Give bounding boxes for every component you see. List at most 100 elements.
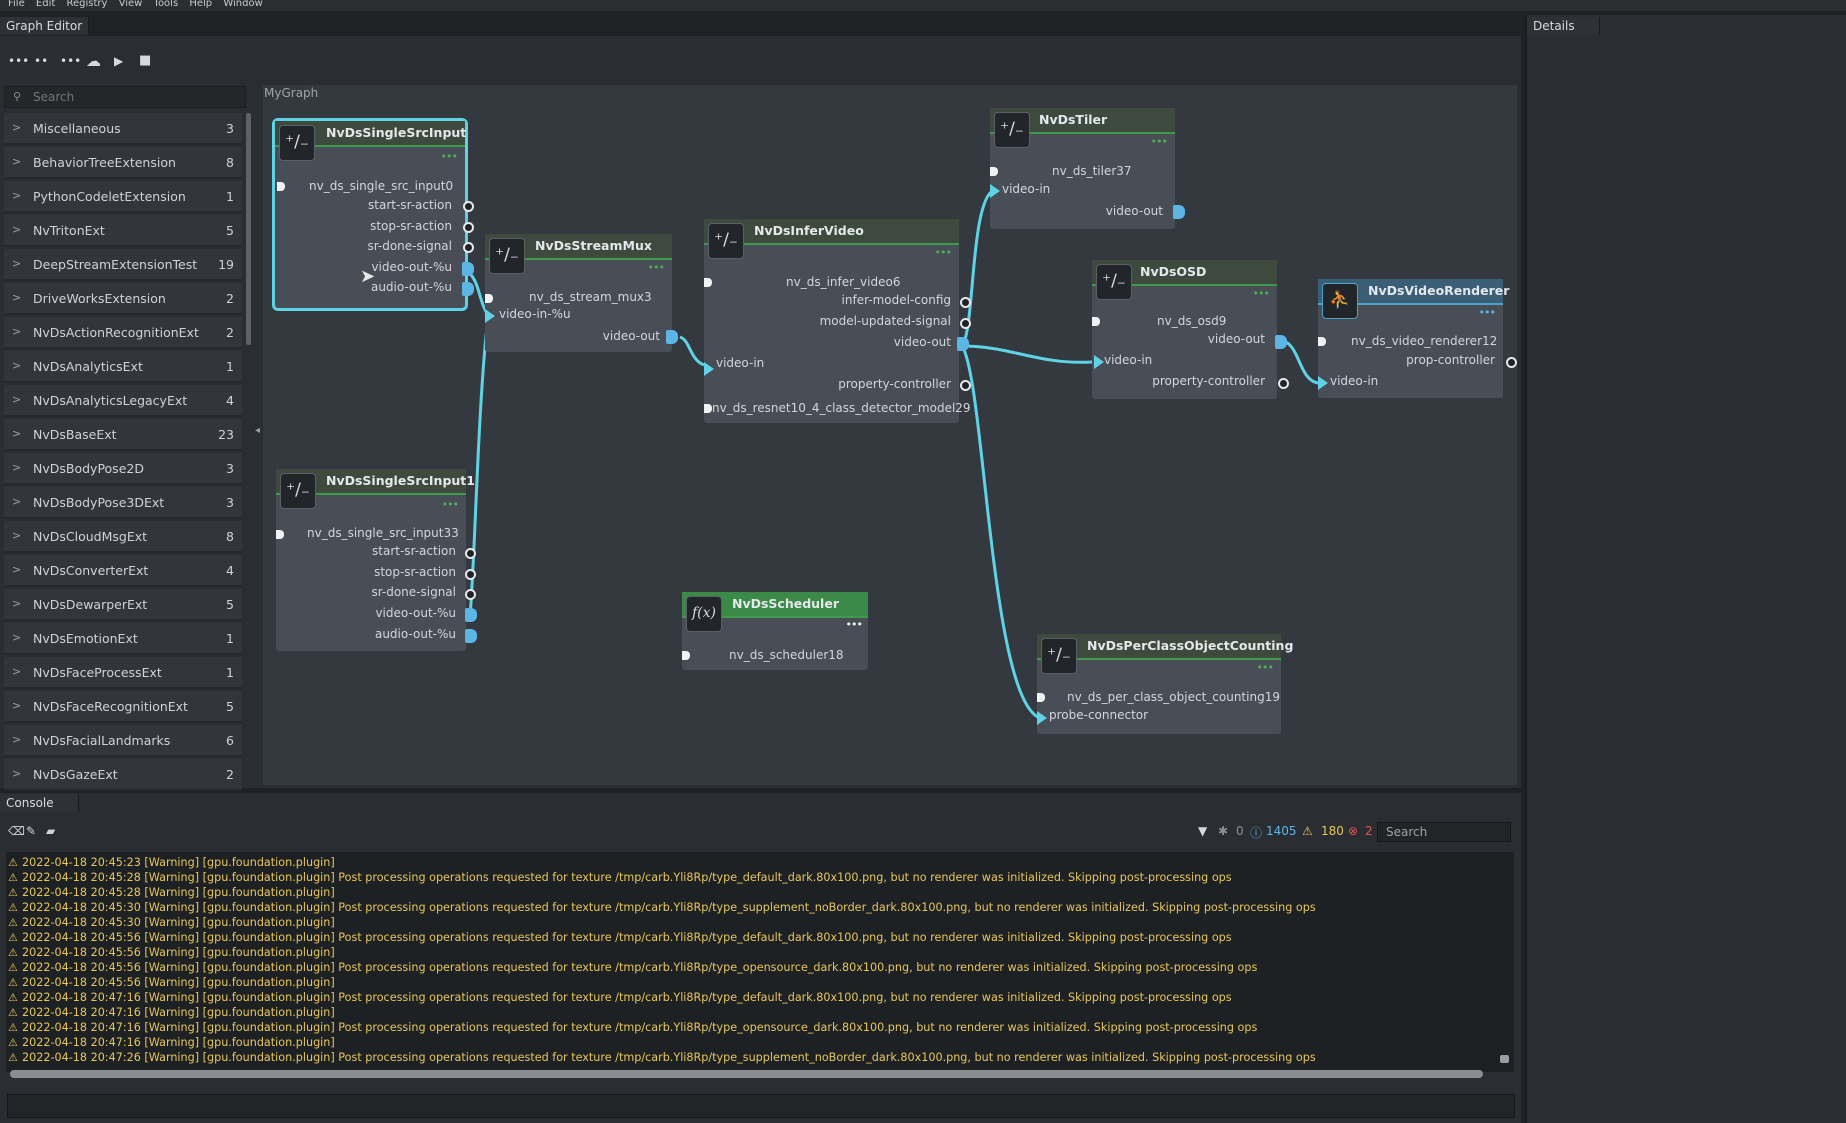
node-stream-mux[interactable]: ⁺∕₋ NvDsStreamMux ••• nv_ds_stream_mux3 … xyxy=(485,234,672,352)
node-infer-video[interactable]: ⁺∕₋ NvDsInferVideo ••• nv_ds_infer_video… xyxy=(704,219,959,423)
port-probe-connector[interactable] xyxy=(1037,711,1047,725)
node-id: nv_ds_video_renderer12 xyxy=(1351,334,1497,348)
log-text: 2022-04-18 20:45:30 [Warning] [gpu.found… xyxy=(22,901,1316,914)
port-video-in[interactable] xyxy=(1094,355,1104,369)
port-property-controller[interactable] xyxy=(1278,378,1289,389)
pin-sr-done-signal: sr-done-signal xyxy=(367,239,452,253)
log-text: 2022-04-18 20:47:16 [Warning] [gpu.found… xyxy=(22,991,1232,1004)
port-audio-out[interactable] xyxy=(462,282,474,296)
warning-icon: ⚠ xyxy=(8,1005,22,1020)
port-property-controller[interactable] xyxy=(960,380,971,391)
port-infer-model-config[interactable] xyxy=(960,297,971,308)
port-video-in[interactable] xyxy=(485,309,495,323)
warning-icon: ⚠ xyxy=(8,1020,22,1035)
tab-console[interactable]: Console xyxy=(0,794,79,812)
warning-icon[interactable]: ⚠ xyxy=(1302,824,1313,838)
input-port[interactable] xyxy=(990,167,998,176)
console-command-input[interactable] xyxy=(7,1094,1515,1118)
port-video-out[interactable] xyxy=(1173,205,1185,219)
node-menu-dots-icon[interactable]: ••• xyxy=(1253,287,1269,300)
port-video-out[interactable] xyxy=(465,608,477,622)
pin-probe-connector: probe-connector xyxy=(1049,708,1148,722)
pin-video-out: video-out xyxy=(894,335,951,349)
log-line: ⚠2022-04-18 20:47:16 [Warning] [gpu.foun… xyxy=(8,1020,1257,1035)
input-port[interactable] xyxy=(1092,317,1100,326)
node-menu-dots-icon[interactable]: ••• xyxy=(1151,135,1167,148)
log-line: ⚠2022-04-18 20:45:28 [Warning] [gpu.foun… xyxy=(8,885,335,900)
log-line: ⚠2022-04-18 20:45:56 [Warning] [gpu.foun… xyxy=(8,975,335,990)
folder-icon[interactable]: ▰ xyxy=(46,824,55,838)
node-title: NvDsOSD xyxy=(1140,264,1206,279)
log-line: ⚠2022-04-18 20:45:56 [Warning] [gpu.foun… xyxy=(8,960,1257,975)
input-port[interactable] xyxy=(704,278,712,287)
console-vertical-scrollbar[interactable] xyxy=(1500,1055,1509,1063)
port-video-out[interactable] xyxy=(666,330,678,344)
port-video-in[interactable] xyxy=(1318,376,1328,390)
node-id: nv_ds_infer_video6 xyxy=(786,275,900,289)
error-icon[interactable]: ⊗ xyxy=(1348,824,1358,838)
node-menu-dots-icon[interactable]: ••• xyxy=(935,246,951,259)
node-menu-dots-icon[interactable]: ••• xyxy=(846,618,862,631)
console-log[interactable]: ⚠2022-04-18 20:45:23 [Warning] [gpu.foun… xyxy=(6,852,1514,1072)
tab-details[interactable]: Details xyxy=(1527,17,1600,35)
port-video-in[interactable] xyxy=(704,362,714,376)
node-menu-dots-icon[interactable]: ••• xyxy=(441,150,457,163)
port-model-updated-signal[interactable] xyxy=(960,318,971,329)
input-port[interactable] xyxy=(276,530,284,539)
filter-icon[interactable]: ▼ xyxy=(1198,824,1207,838)
input-port[interactable] xyxy=(682,651,690,660)
node-menu-dots-icon[interactable]: ••• xyxy=(442,498,458,511)
port-video-in[interactable] xyxy=(990,184,1000,198)
port-audio-out[interactable] xyxy=(465,629,477,643)
port-video-out[interactable] xyxy=(462,262,474,276)
log-line: ⚠2022-04-18 20:47:16 [Warning] [gpu.foun… xyxy=(8,990,1232,1005)
node-tiler[interactable]: ⁺∕₋ NvDsTiler ••• nv_ds_tiler37 video-in… xyxy=(990,108,1175,229)
node-type-icon: ⁺∕₋ xyxy=(1096,264,1132,300)
port-stop-sr-action[interactable] xyxy=(465,569,476,580)
node-id: nv_ds_scheduler18 xyxy=(729,648,844,662)
port-sr-done-signal[interactable] xyxy=(463,242,474,253)
clear-console-icon[interactable]: ⌫ xyxy=(8,824,25,838)
error-count: 2 xyxy=(1365,824,1373,838)
port-video-out[interactable] xyxy=(957,337,969,351)
console-search-placeholder: Search xyxy=(1386,825,1427,839)
input-port[interactable] xyxy=(1318,337,1326,346)
node-single-src-input-1[interactable]: ⁺∕₋ NvDsSingleSrcInput1 ••• nv_ds_single… xyxy=(276,469,466,651)
node-osd[interactable]: ⁺∕₋ NvDsOSD ••• nv_ds_osd9 video-out vid… xyxy=(1092,260,1277,399)
node-type-icon: ⛹ xyxy=(1322,283,1358,319)
console-horizontal-scrollbar[interactable] xyxy=(10,1070,1483,1078)
pin-start-sr-action: start-sr-action xyxy=(368,198,452,212)
node-menu-dots-icon[interactable]: ••• xyxy=(1257,661,1273,674)
log-text: 2022-04-18 20:47:16 [Warning] [gpu.found… xyxy=(22,1021,1257,1034)
node-per-class-object-counting[interactable]: ⁺∕₋ NvDsPerClassObjectCounting ••• nv_ds… xyxy=(1037,634,1281,734)
info-icon[interactable]: ⓘ xyxy=(1250,824,1262,841)
port-sr-done-signal[interactable] xyxy=(465,589,476,600)
warning-icon: ⚠ xyxy=(8,855,22,870)
warning-icon: ⚠ xyxy=(8,945,22,960)
port-stop-sr-action[interactable] xyxy=(463,222,474,233)
warning-icon: ⚠ xyxy=(8,900,22,915)
details-panel xyxy=(1525,15,1846,1123)
input-port[interactable] xyxy=(277,182,285,191)
verbose-icon[interactable]: ✱ xyxy=(1218,824,1228,838)
port-start-sr-action[interactable] xyxy=(465,548,476,559)
console-search-input[interactable]: Search xyxy=(1377,822,1511,842)
port-prop-controller[interactable] xyxy=(1506,357,1517,368)
port-start-sr-action[interactable] xyxy=(463,201,474,212)
pin-video-out: video-out xyxy=(1106,204,1163,218)
input-port[interactable] xyxy=(485,294,493,303)
node-id: nv_ds_single_src_input0 xyxy=(309,179,453,193)
node-menu-dots-icon[interactable]: ••• xyxy=(648,261,664,274)
pin-infer-model-config: infer-model-config xyxy=(842,293,951,307)
log-line: ⚠2022-04-18 20:45:56 [Warning] [gpu.foun… xyxy=(8,930,1232,945)
edit-icon[interactable]: ✎ xyxy=(26,824,36,838)
log-text: 2022-04-18 20:47:16 [Warning] [gpu.found… xyxy=(22,1036,335,1049)
port-video-out[interactable] xyxy=(1275,335,1287,349)
input-port-model[interactable] xyxy=(704,404,712,413)
node-scheduler[interactable]: f(x) NvDsScheduler ••• nv_ds_scheduler18 xyxy=(682,592,868,670)
verbose-count: 0 xyxy=(1236,824,1244,838)
input-port[interactable] xyxy=(1037,693,1045,702)
node-title: NvDsTiler xyxy=(1039,112,1107,127)
node-menu-dots-icon[interactable]: ••• xyxy=(1479,306,1495,319)
node-video-renderer[interactable]: ⛹ NvDsVideoRenderer ••• nv_ds_video_rend… xyxy=(1318,279,1503,398)
